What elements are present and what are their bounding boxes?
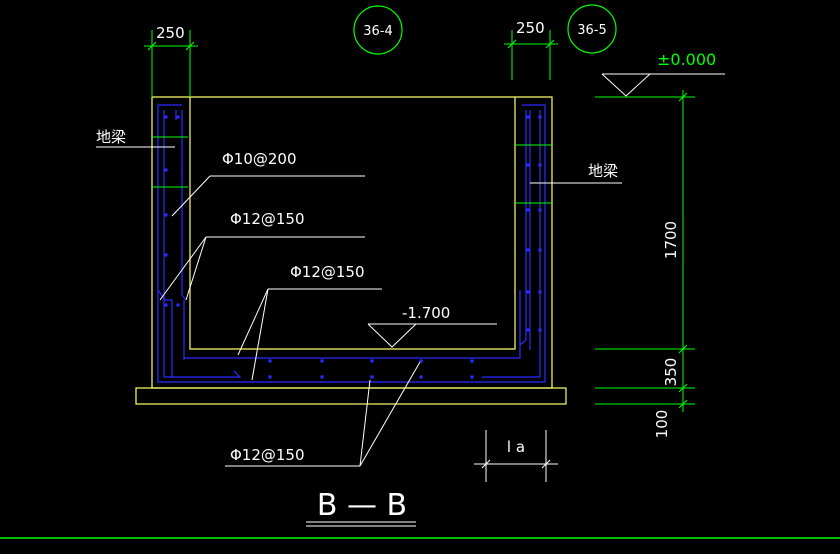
cushion-layer [135,387,567,405]
right-ground-beam-label: 地梁 [588,162,618,180]
dim-height-upper: 1700 [662,221,680,259]
dim-top-left: 250 [156,24,185,42]
right-dimensions [595,90,695,412]
wall-ticks [152,136,552,204]
dim-height-lower: 100 [653,410,671,439]
section-title-underline [306,521,416,527]
rebar-label-2: Φ12@150 [230,210,305,228]
rebar-dots [164,115,542,379]
rebar-label-3: Φ12@150 [290,263,365,281]
axis-bubble-right-label: 36-5 [577,23,607,38]
dim-top-right: 250 [516,19,545,37]
axis-bubble-right: 36-5 [567,4,617,54]
elevation-bottom-label: -1.700 [402,304,450,322]
rebar-label-4: Φ12@150 [230,446,305,464]
section-title: B — B [317,488,407,523]
axis-bubble-left: 36-4 [353,5,403,55]
rebar-leaders [159,175,421,467]
anchor-dimension [474,430,558,482]
rebar [157,104,546,383]
left-ground-beam-label: 地梁 [96,128,126,146]
elevation-bottom-marker [367,323,497,348]
dim-height-middle: 350 [662,358,680,387]
anchor-length-label: l a [507,438,525,456]
elevation-top-marker [601,73,725,97]
concrete-outline [135,96,567,405]
elevation-top-label: ±0.000 [657,50,716,69]
top-dimensions [144,30,558,97]
rebar-label-1: Φ10@200 [222,150,297,168]
axis-bubble-left-label: 36-4 [363,24,393,39]
